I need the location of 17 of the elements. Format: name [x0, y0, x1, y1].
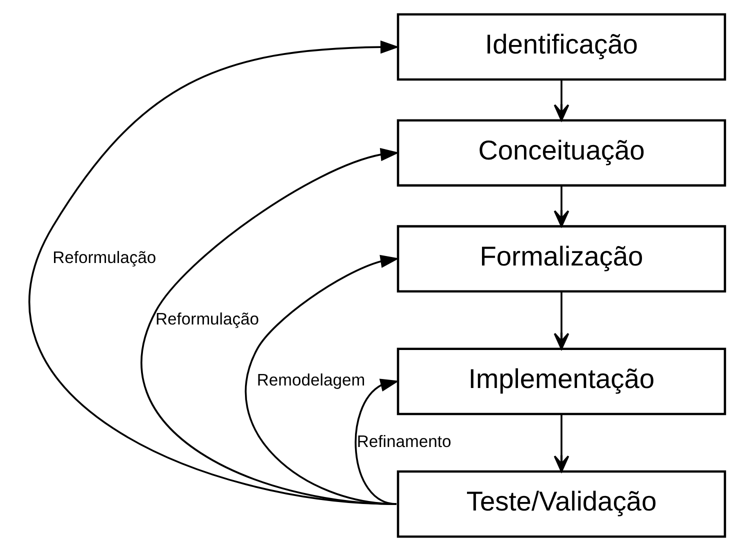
node-box: Identificação	[396, 13, 726, 81]
arrow	[354, 378, 399, 505]
arrow	[244, 254, 399, 505]
node-box: Formalização	[396, 225, 726, 293]
arrow	[28, 40, 399, 505]
arrow	[553, 292, 569, 350]
arrow	[553, 186, 569, 227]
arrow	[553, 414, 569, 472]
arrow	[553, 80, 569, 122]
node-box: Implementação	[396, 348, 726, 416]
edge-label: Reformulação	[52, 248, 156, 268]
arrow	[140, 148, 399, 505]
edge-label: Remodelagem	[256, 370, 365, 390]
node-box: Conceituação	[396, 119, 726, 187]
node-box: Teste/Validação	[396, 470, 726, 538]
edge-label: Reformulação	[155, 309, 259, 328]
edge-label: Refinamento	[356, 432, 451, 451]
